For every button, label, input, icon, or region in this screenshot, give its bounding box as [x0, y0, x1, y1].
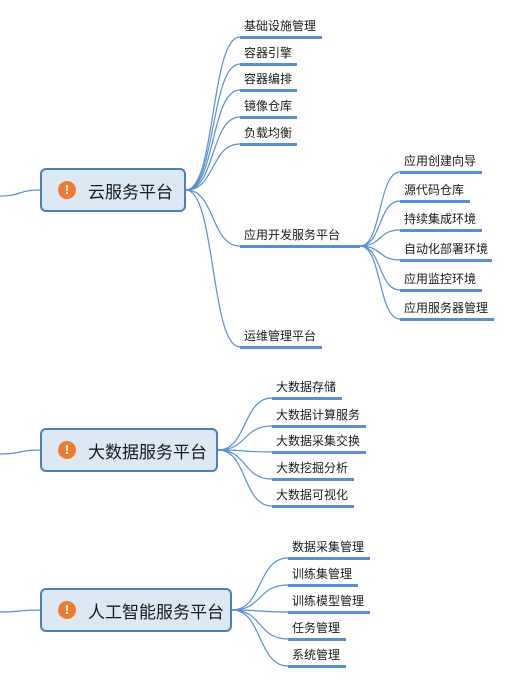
leaf-ci-env[interactable]: 持续集成环境	[400, 210, 482, 232]
connector-appdev-0	[359, 171, 401, 247]
leaf-training-set-mgmt[interactable]: 训练集管理	[288, 565, 358, 587]
leaf-container-orchestration[interactable]: 容器编排	[240, 70, 297, 92]
connector-cloud-3	[185, 116, 241, 191]
leaf-image-registry[interactable]: 镜像仓库	[240, 97, 297, 119]
connector-bigdata-1	[217, 425, 273, 451]
leaf-bigdata-mining[interactable]: 大数挖掘分析	[272, 459, 354, 481]
connector-cloud-0	[185, 36, 241, 191]
connector-ai-4	[231, 609, 289, 667]
connector-bigdata-2	[217, 449, 273, 453]
node-title: 云服务平台	[88, 182, 173, 203]
leaf-load-balancing[interactable]: 负载均衡	[240, 124, 297, 146]
connector-ai-0	[231, 557, 289, 611]
warning-icon: !	[58, 181, 76, 199]
leaf-system-mgmt[interactable]: 系统管理	[288, 646, 346, 668]
leaf-app-server-mgmt[interactable]: 应用服务器管理	[400, 299, 494, 321]
leaf-bigdata-compute[interactable]: 大数据计算服务	[272, 406, 366, 428]
node-title: 人工智能服务平台	[88, 602, 224, 623]
connector-root-ai	[0, 609, 41, 613]
node-cloud-service-platform[interactable]: ! 云服务平台	[40, 168, 186, 212]
connector-root-bigdata	[0, 449, 41, 455]
leaf-source-repo[interactable]: 源代码仓库	[400, 181, 470, 203]
leaf-bigdata-visualization[interactable]: 大数据可视化	[272, 486, 354, 508]
connector-appdev-2	[359, 229, 401, 247]
leaf-container-engine[interactable]: 容器引擎	[240, 44, 297, 66]
warning-icon: !	[58, 441, 76, 459]
connector-cloud-2	[185, 89, 241, 191]
connector-cloud-1	[185, 63, 241, 191]
connector-bigdata-3	[217, 449, 273, 480]
connector-cloud-6	[185, 189, 241, 348]
warning-icon: !	[58, 601, 76, 619]
node-title: 大数据服务平台	[88, 442, 207, 463]
leaf-app-wizard[interactable]: 应用创建向导	[400, 152, 482, 174]
leaf-app-monitor-env[interactable]: 应用监控环境	[400, 270, 482, 292]
connector-bigdata-0	[217, 397, 273, 451]
connector-appdev-5	[359, 245, 401, 320]
leaf-app-dev-platform[interactable]: 应用开发服务平台	[240, 226, 360, 248]
leaf-training-model-mgmt[interactable]: 训练模型管理	[288, 592, 370, 614]
leaf-infrastructure-management[interactable]: 基础设施管理	[240, 17, 322, 39]
connector-appdev-4	[359, 245, 401, 291]
connector-cloud-5	[185, 189, 241, 247]
connector-root-cloud	[0, 189, 41, 197]
connector-ai-2	[231, 609, 289, 613]
leaf-ops-platform[interactable]: 运维管理平台	[240, 327, 322, 349]
leaf-auto-deploy-env[interactable]: 自动化部署环境	[400, 240, 492, 262]
connector-bigdata-4	[217, 449, 273, 507]
node-ai-platform[interactable]: ! 人工智能服务平台	[40, 588, 232, 632]
leaf-bigdata-storage[interactable]: 大数据存储	[272, 378, 342, 400]
connector-appdev-1	[359, 200, 401, 247]
leaf-task-mgmt[interactable]: 任务管理	[288, 619, 346, 641]
node-big-data-platform[interactable]: ! 大数据服务平台	[40, 428, 218, 472]
leaf-bigdata-collect-exchange[interactable]: 大数据采集交换	[272, 432, 366, 454]
connector-cloud-4	[185, 143, 241, 191]
leaf-data-collect-mgmt[interactable]: 数据采集管理	[288, 538, 370, 560]
connector-ai-1	[231, 584, 289, 611]
connector-ai-3	[231, 609, 289, 640]
